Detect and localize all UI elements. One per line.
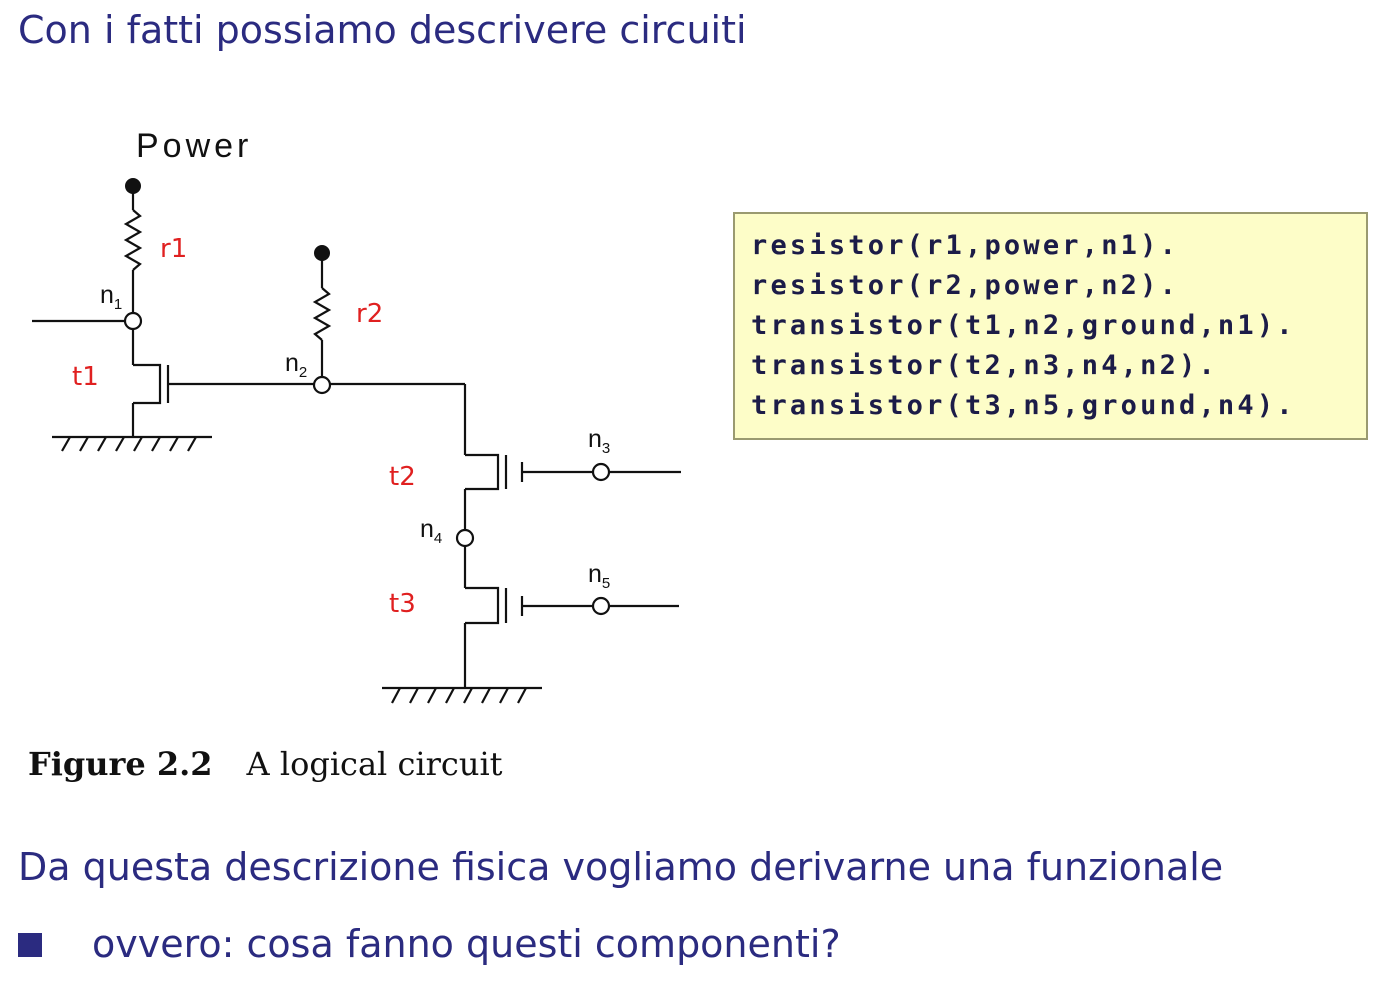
figure-number: Figure 2.2 [28,745,213,783]
label-t3: t3 [389,589,416,619]
figure-caption-text: A logical circuit [246,745,503,783]
code-line: resistor(r2,power,n2). [751,270,1180,301]
label-n5: n5 [588,560,610,592]
node-n2-circle [312,375,332,395]
bullet-square-icon [18,933,42,957]
resistor-r2-symbol [312,287,332,341]
label-n2: n2 [285,349,307,381]
code-line: resistor(r1,power,n1). [751,230,1180,261]
power-terminal-dot [314,245,330,261]
code-line: transistor(t3,n5,ground,n4). [751,390,1296,421]
code-line: transistor(t1,n2,ground,n1). [751,310,1296,341]
body-text: Da questa descrizione fisica vogliamo de… [18,845,1224,889]
slide-title: Con i fatti possiamo descrivere circuiti [18,8,747,52]
label-n3: n3 [588,425,610,457]
figure-caption: Figure 2.2 A logical circuit [28,745,503,783]
node-n5-circle [591,596,611,616]
code-line: transistor(t2,n3,n4,n2). [751,350,1218,381]
bullet-item: ovvero: cosa fanno questi componenti? [92,922,841,966]
node-n1-circle [123,311,143,331]
label-r1: r1 [160,234,187,264]
circuit-diagram: Power r1 r2 t1 t2 t3 n1 n2 n3 n4 n5 [32,127,681,704]
node-n4-circle [455,528,475,548]
label-n4: n4 [420,515,442,547]
resistor-r1-symbol [123,209,143,271]
label-t2: t2 [389,462,416,492]
label-t1: t1 [72,362,99,392]
node-n3-circle [591,462,611,482]
label-r2: r2 [356,299,383,329]
prolog-facts-box: resistor(r1,power,n1). resistor(r2,power… [733,212,1368,440]
power-terminal-dot [125,178,141,194]
label-n1: n1 [100,281,122,313]
power-label: Power [136,127,252,165]
